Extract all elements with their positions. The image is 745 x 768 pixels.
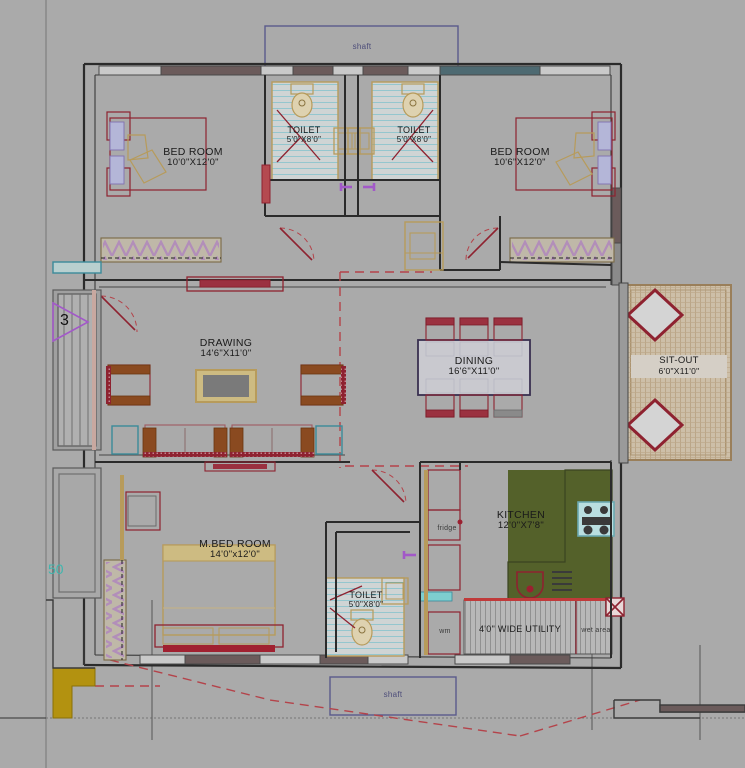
- dining-chairs-top: [425, 317, 523, 341]
- window-symbols-bottom: [139, 654, 571, 665]
- wardrobe-bedroom-left: [100, 237, 222, 263]
- wc-fixture-1: [290, 83, 314, 118]
- armchair-left: [106, 364, 151, 406]
- floor-drain-icon: [605, 597, 625, 617]
- left-olive-wall: [52, 667, 96, 719]
- master-top-ledge: [204, 461, 276, 472]
- bottom-left-frame: [46, 599, 95, 669]
- plumbing-fitting-3: [402, 551, 416, 559]
- kitchen-stove: [577, 501, 615, 537]
- section-marker-3: [52, 301, 90, 343]
- toilet-1: [271, 81, 361, 181]
- master-dresser: [125, 491, 161, 531]
- toilet-2: [347, 81, 439, 181]
- wc-fixture-3: [350, 609, 374, 646]
- window-symbols: [98, 65, 611, 76]
- bottom-right-stub: [613, 699, 745, 719]
- planter-top: [625, 287, 685, 343]
- dimension-left-label: 50: [48, 561, 64, 577]
- sit-out-area: [618, 282, 732, 464]
- left-wall-strip: [92, 290, 96, 450]
- sofa-left: [142, 424, 228, 458]
- toilet-3: [325, 577, 409, 657]
- side-table-right: [315, 425, 343, 455]
- window-symbols-right: [611, 187, 622, 286]
- tv-unit: [186, 276, 284, 292]
- left-exterior-box: [52, 467, 102, 599]
- master-bed: [154, 544, 284, 652]
- plumbing-fittings: [339, 183, 376, 191]
- section-marker-label: 3: [60, 312, 69, 329]
- toilet-walls: [264, 75, 441, 217]
- left-cyan-strip: [52, 261, 102, 274]
- bedroom-right-walls: [439, 216, 612, 271]
- door-jamb-red: [261, 164, 271, 204]
- center-table: [195, 369, 257, 403]
- appliance-column: [424, 469, 463, 655]
- wardrobe-bedroom-right: [509, 237, 615, 263]
- sofa-right: [229, 424, 315, 458]
- drawing-bottom-ledge: [204, 461, 276, 472]
- middle-walls: [84, 279, 611, 463]
- dining-set: [417, 317, 531, 418]
- master-wardrobe: [103, 559, 127, 661]
- master-wall-strip: [120, 475, 124, 560]
- door-swings-lower: [100, 295, 407, 505]
- planter-bottom: [625, 397, 685, 453]
- utility-area: [463, 598, 613, 655]
- armchair-right: [300, 364, 346, 406]
- bed-right: [515, 111, 616, 197]
- bed-left: [106, 111, 207, 197]
- dining-chairs-bottom: [425, 394, 523, 418]
- cabinet-right: [404, 221, 444, 271]
- door-swings-top: [279, 227, 499, 263]
- kitchen-walls: [419, 462, 612, 658]
- side-table-left: [111, 425, 139, 455]
- shaft-bottom-box: [329, 676, 457, 716]
- wc-fixture-2: [401, 83, 425, 118]
